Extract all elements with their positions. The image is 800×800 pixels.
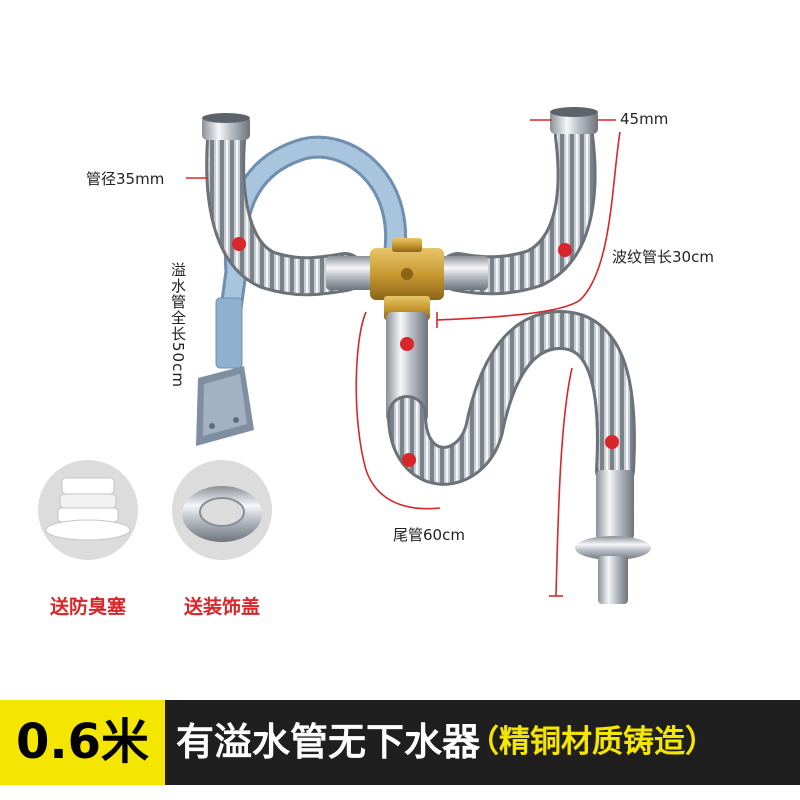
tail-length-label: 尾管60cm	[393, 526, 465, 544]
outlet-size-label: 45mm	[620, 110, 669, 128]
right-corrugated-pipe	[438, 107, 598, 296]
odor-plug-illustration	[38, 460, 138, 560]
banner-title: 有溢水管无下水器	[176, 720, 481, 764]
brass-tee-connector	[326, 238, 488, 320]
tail-pipe	[386, 309, 651, 604]
banner-size: 0.6米	[0, 700, 165, 785]
decorative-cover-illustration	[172, 460, 272, 560]
gift-odor-plug-label: 送防臭塞	[50, 596, 127, 618]
pipe-diameter-label: 管径35mm	[86, 170, 165, 188]
overflow-length-label: 溢水管全长50cm	[169, 262, 187, 388]
measure-dots	[232, 237, 619, 467]
left-corrugated-pipe	[202, 113, 365, 297]
banner-note: （精铜材质铸造）	[468, 724, 716, 760]
product-banner: 0.6米 有溢水管无下水器 （精铜材质铸造）	[0, 700, 800, 785]
corrugated-length-label: 波纹管长30cm	[612, 248, 714, 266]
measure-guides	[186, 119, 621, 597]
gift-cover-label: 送装饰盖	[184, 596, 261, 618]
